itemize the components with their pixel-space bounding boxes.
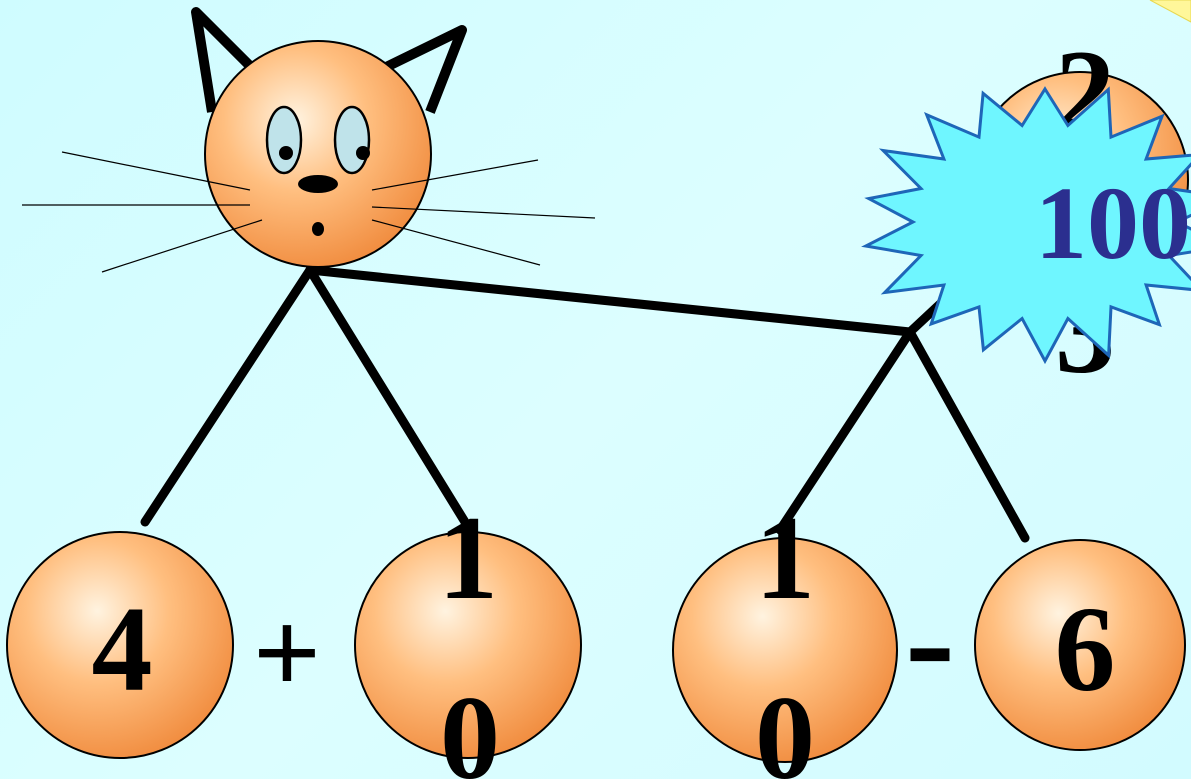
corner-accent (1149, 0, 1191, 23)
ball-10-right-digit-bottom: 0 (755, 671, 815, 779)
ball-10-left-digit-top: 1 (438, 491, 498, 624)
line-cat-to-10-left (305, 265, 470, 527)
minus-operator: - (905, 557, 955, 723)
line-cat-to-4 (140, 265, 315, 527)
cat-mouth (312, 222, 324, 236)
cat-left-ear (191, 7, 266, 113)
cat-right-pupil (356, 146, 370, 160)
cat-nose (298, 175, 338, 193)
line-cat-to-junction (305, 265, 915, 337)
cat-right-eye (333, 105, 371, 175)
ball-10-right: 1 0 (672, 491, 898, 779)
ball-4-number: 4 (92, 582, 153, 717)
burst-star: 100 (861, 86, 1191, 365)
plus-operator: + (253, 586, 321, 719)
cat-right-ear (367, 25, 467, 114)
burst-number: 100 (1035, 166, 1191, 281)
ball-10-left: 1 0 (354, 491, 582, 779)
line-junction-to-10-right (775, 327, 915, 535)
ball-6-number: 6 (1055, 582, 1116, 717)
ball-4: 4 (6, 531, 234, 759)
ball-6: 6 (974, 539, 1186, 751)
cat-face-icon (22, 40, 596, 273)
ball-10-left-digit-bottom: 0 (440, 671, 500, 779)
cat-left-eye (265, 105, 303, 175)
tree-lines (140, 243, 1030, 543)
line-junction-to-6 (905, 327, 1030, 543)
ball-10-right-digit-top: 1 (755, 491, 815, 624)
cat-left-pupil (279, 146, 293, 160)
cat-ears (191, 7, 467, 114)
cat-whiskers (22, 151, 596, 273)
